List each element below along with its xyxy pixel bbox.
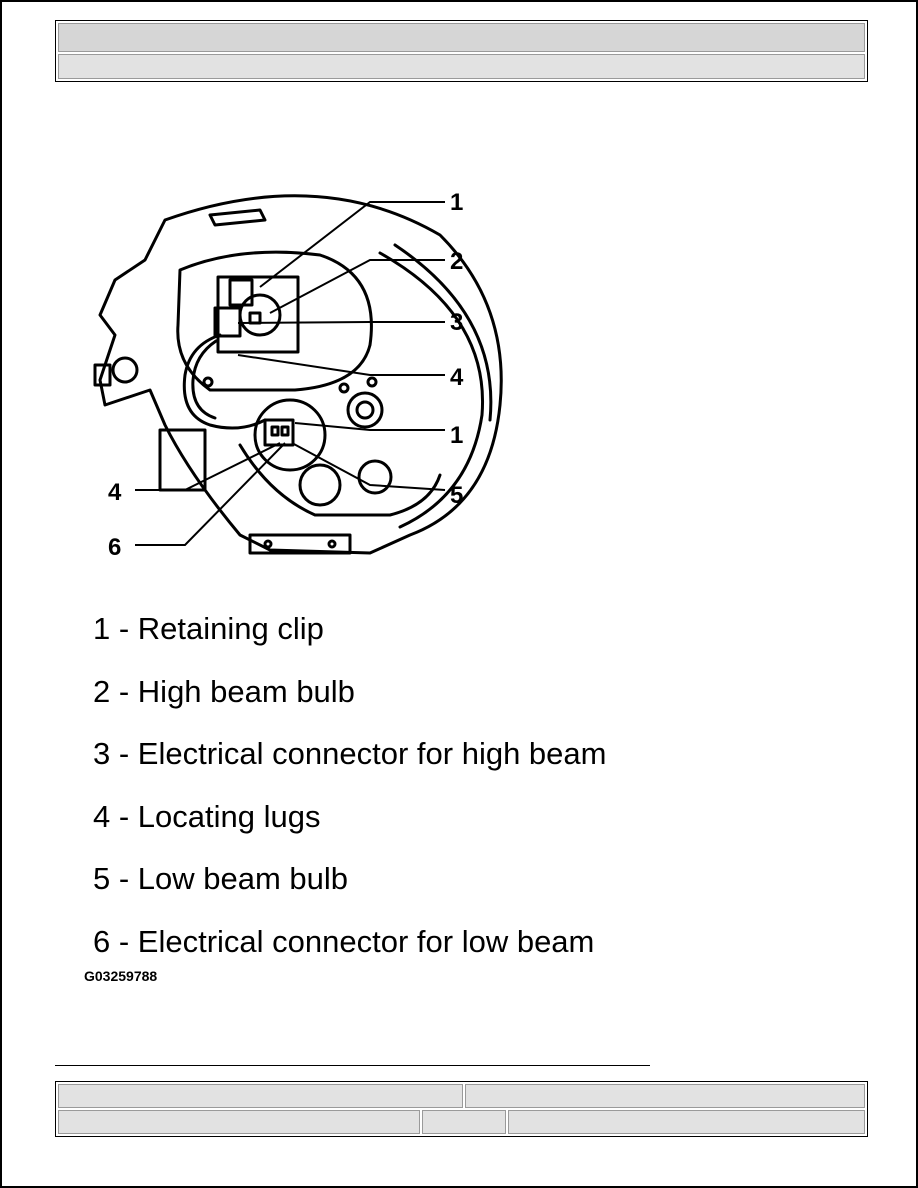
header-title-bar (58, 23, 865, 52)
figure-id: G03259788 (84, 968, 158, 984)
legend-item-high-beam-connector: 3 - Electrical connector for high beam (93, 736, 607, 771)
legend-item-retaining-clip: 1 - Retaining clip (93, 611, 324, 646)
callout-6: 6 (108, 534, 121, 561)
callout-5: 5 (450, 482, 463, 509)
legend-list: 1 - Retaining clip 2 - High beam bulb 3 … (93, 606, 793, 981)
callout-4a: 4 (450, 364, 464, 391)
footer-cell (508, 1110, 865, 1134)
legend-item-locating-lugs: 4 - Locating lugs (93, 798, 321, 834)
leader-4a (237, 354, 445, 376)
leader-1a (259, 201, 445, 288)
callout-1b: 1 (450, 422, 463, 449)
footer-cell (58, 1084, 463, 1108)
page-footer (55, 1081, 868, 1137)
housing-outline (98, 194, 503, 555)
footer-cell (422, 1110, 506, 1134)
callout-3: 3 (450, 309, 463, 336)
callout-1a: 1 (450, 189, 463, 216)
page-header (55, 20, 868, 82)
footer-rule (55, 1065, 650, 1066)
legend-item-low-beam-connector: 6 - Electrical connector for low beam (93, 923, 595, 959)
legend-item-high-beam-bulb: 2 - High beam bulb (93, 673, 355, 709)
footer-cell (465, 1084, 865, 1108)
headlamp-diagram: 1 2 3 4 1 5 4 6 (70, 175, 570, 575)
leader-1b (294, 422, 445, 431)
leader-6 (135, 442, 286, 546)
leader-3 (237, 321, 445, 324)
callout-2: 2 (450, 248, 463, 275)
callout-4b: 4 (108, 479, 122, 506)
leader-4b (135, 442, 281, 491)
footer-cell (58, 1110, 420, 1134)
leader-5 (291, 442, 446, 491)
headlamp-housing-illustration: 1 2 3 4 1 5 4 6 (93, 189, 503, 561)
leader-2 (269, 259, 445, 314)
header-subtitle-bar (58, 54, 865, 79)
legend-item-low-beam-bulb: 5 - Low beam bulb (93, 861, 349, 896)
